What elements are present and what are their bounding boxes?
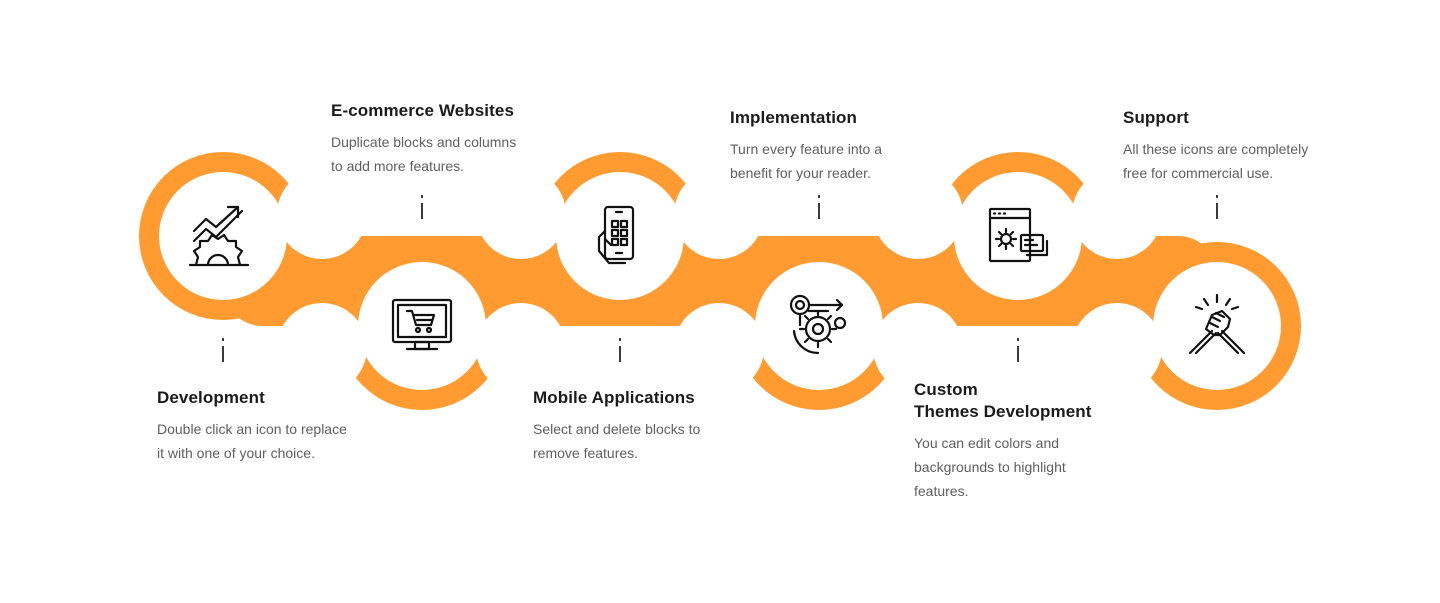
step-title: E-commerce Websites bbox=[331, 101, 514, 120]
desc-line: to add more features. bbox=[331, 158, 465, 174]
step-title: Custom Themes Development bbox=[914, 379, 1144, 423]
step-title: Development bbox=[157, 388, 265, 407]
ring-inner-custom-themes bbox=[954, 172, 1082, 300]
desc-line: Select and delete blocks to bbox=[533, 421, 701, 437]
step-description: Duplicate blocks and columns to add more… bbox=[331, 130, 571, 178]
waist-5-bottom bbox=[1072, 303, 1162, 393]
connector-support bbox=[1216, 195, 1218, 225]
handshake-icon bbox=[1182, 291, 1252, 361]
step-description: All these icons are completely free for … bbox=[1123, 137, 1363, 185]
waist-1-top bbox=[277, 169, 367, 259]
title-line: Custom bbox=[914, 380, 978, 399]
desc-line: Double click an icon to replace bbox=[157, 421, 347, 437]
waist-3-top bbox=[674, 169, 764, 259]
waist-2-top bbox=[476, 169, 566, 259]
step-description: Double click an icon to replace it with … bbox=[157, 417, 387, 465]
desc-line: backgrounds to highlight bbox=[914, 459, 1066, 475]
growth-gear-icon bbox=[188, 201, 258, 271]
waist-3-bottom bbox=[674, 303, 764, 393]
connector-custom-themes bbox=[1017, 338, 1019, 368]
desc-line: All these icons are completely bbox=[1123, 141, 1309, 157]
desc-line: You can edit colors and bbox=[914, 435, 1060, 451]
step-description: Turn every feature into a benefit for yo… bbox=[730, 137, 960, 185]
desc-line: it with one of your choice. bbox=[157, 445, 315, 461]
desc-line: Turn every feature into a bbox=[730, 141, 883, 157]
connector-implementation bbox=[818, 195, 820, 225]
waist-4-top bbox=[873, 169, 963, 259]
waist-5-top bbox=[1072, 169, 1162, 259]
waist-1-bottom bbox=[277, 303, 367, 393]
step-custom-themes: Custom Themes Development You can edit c… bbox=[914, 379, 1144, 503]
title-line: Themes Development bbox=[914, 402, 1092, 421]
step-description: Select and delete blocks to remove featu… bbox=[533, 417, 763, 465]
step-implementation: Implementation Turn every feature into a… bbox=[730, 107, 960, 185]
step-title: Support bbox=[1123, 108, 1189, 127]
waist-4-bottom bbox=[873, 303, 963, 393]
monitor-cart-icon bbox=[387, 291, 457, 361]
desc-line: benefit for your reader. bbox=[730, 165, 871, 181]
ring-inner-implementation bbox=[755, 262, 883, 390]
step-title: Implementation bbox=[730, 108, 858, 127]
waist-2-bottom bbox=[476, 303, 566, 393]
desc-line: Duplicate blocks and columns bbox=[331, 134, 517, 150]
browser-settings-icon bbox=[983, 201, 1053, 271]
smartphone-hand-icon bbox=[585, 201, 655, 271]
step-description: You can edit colors and backgrounds to h… bbox=[914, 431, 1144, 503]
connector-mobile bbox=[619, 338, 621, 368]
step-development: Development Double click an icon to repl… bbox=[157, 387, 387, 465]
step-mobile: Mobile Applications Select and delete bl… bbox=[533, 387, 763, 465]
idea-gears-icon bbox=[784, 291, 854, 361]
step-support: Support All these icons are completely f… bbox=[1123, 107, 1363, 185]
step-ecommerce: E-commerce Websites Duplicate blocks and… bbox=[331, 100, 571, 178]
connector-ecommerce bbox=[421, 195, 423, 225]
desc-line: free for commercial use. bbox=[1123, 165, 1274, 181]
connector-development bbox=[222, 338, 224, 368]
step-title: Mobile Applications bbox=[533, 388, 695, 407]
chain-waist-group bbox=[277, 169, 1162, 393]
desc-line: features. bbox=[914, 483, 969, 499]
desc-line: remove features. bbox=[533, 445, 639, 461]
